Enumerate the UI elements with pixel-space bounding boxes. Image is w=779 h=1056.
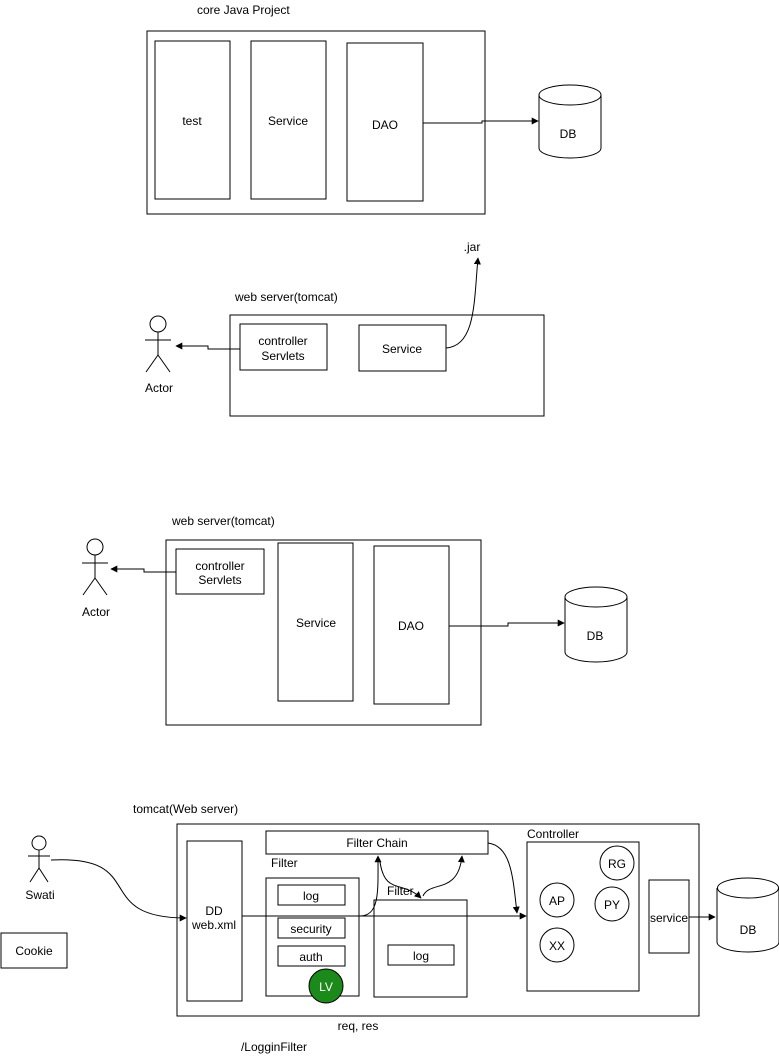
controller-box <box>239 323 328 371</box>
ap-circle <box>539 882 575 918</box>
filter2-title: Filter <box>387 884 414 898</box>
controller-label-2: Servlets <box>261 349 304 363</box>
filter-chain-box <box>265 830 489 855</box>
filter1-log-box <box>277 884 346 906</box>
controller-to-actor-arrow <box>110 565 176 573</box>
service-box <box>648 879 690 954</box>
cookie-box <box>0 932 68 969</box>
dao-to-db-arrow <box>423 117 539 125</box>
db-label: DB <box>560 127 577 141</box>
user-actor-icon <box>28 835 50 883</box>
service-label: Service <box>268 114 308 128</box>
login-filter-label: /LogginFilter <box>241 1040 307 1054</box>
web-server-title: web server(tomcat) <box>234 290 338 304</box>
req-res-label: req, res <box>338 1019 379 1033</box>
controller-label-2: Servlets <box>198 573 241 587</box>
dd-label-1: DD <box>205 904 223 918</box>
filter1-security-box <box>277 917 346 939</box>
service-box <box>277 542 354 702</box>
controller-label-1: controller <box>258 334 307 348</box>
actor-icon <box>82 538 108 596</box>
filter2-log-box <box>387 944 455 966</box>
chain-to-filter2-arrow <box>379 861 422 899</box>
lv-circle <box>308 968 344 1004</box>
rg-circle <box>599 845 635 881</box>
service-label: service <box>650 911 688 925</box>
dao-box <box>346 42 424 202</box>
filter-chain-label: Filter Chain <box>346 836 407 850</box>
service-label: Service <box>382 342 422 356</box>
dd-box <box>186 840 243 1002</box>
diagram-core-java: core Java Project test Service DAO DB <box>146 3 602 215</box>
db-cylinder <box>716 877 779 953</box>
diagram-web-server-jar: .jar web server(tomcat) controller Servl… <box>145 240 545 417</box>
dd-label-2: web.xml <box>191 918 236 932</box>
ap-label: AP <box>549 894 565 908</box>
dao-to-db-arrow <box>449 619 565 627</box>
xx-label: XX <box>549 939 565 953</box>
service-box <box>250 40 327 200</box>
web-server-title: web server(tomcat) <box>171 514 275 528</box>
py-label: PY <box>604 898 620 912</box>
chain-to-controller-arrow <box>487 842 520 914</box>
dao-label: DAO <box>372 118 398 132</box>
dao-label: DAO <box>398 619 424 633</box>
db-cylinder <box>564 586 628 663</box>
core-java-title: core Java Project <box>197 3 290 17</box>
filter1-security-label: security <box>290 922 331 936</box>
test-label: test <box>182 114 202 128</box>
filter1-title: Filter <box>271 856 298 870</box>
filter1-auth-box <box>277 945 346 967</box>
controller-to-actor-arrow <box>175 342 240 350</box>
service-to-jar-arrow <box>445 257 481 349</box>
actor-icon <box>145 315 171 373</box>
service-label: Service <box>296 616 336 630</box>
controller-title: Controller <box>527 827 579 841</box>
db-cylinder <box>538 84 602 159</box>
user-label: Swati <box>25 888 54 902</box>
filter2-log-label: log <box>413 949 429 963</box>
user-to-dd-arrow <box>50 859 187 922</box>
actor-label: Actor <box>82 605 110 619</box>
test-box <box>154 40 231 200</box>
actor-label: Actor <box>145 381 173 395</box>
xx-circle <box>539 927 575 963</box>
db-label: DB <box>587 629 604 643</box>
jar-label: .jar <box>464 240 481 254</box>
filter2-to-chain-arrow <box>422 855 465 897</box>
tomcat-title: tomcat(Web server) <box>133 802 238 816</box>
controller-label-1: controller <box>195 559 244 573</box>
filter1-auth-label: auth <box>299 950 322 964</box>
filter1-to-chain-arrow <box>359 855 382 917</box>
lv-label: LV <box>319 980 333 994</box>
diagram-web-server-full: web server(tomcat) Actor controller Serv… <box>82 514 628 726</box>
py-circle <box>594 886 630 922</box>
cookie-label: Cookie <box>15 944 53 958</box>
filter1-log-label: log <box>303 889 319 903</box>
db-label: DB <box>740 923 757 937</box>
dao-box <box>373 545 450 705</box>
diagram-tomcat-filters: tomcat(Web server) Swati Cookie DD web.x… <box>0 802 779 1054</box>
rg-label: RG <box>608 857 626 871</box>
